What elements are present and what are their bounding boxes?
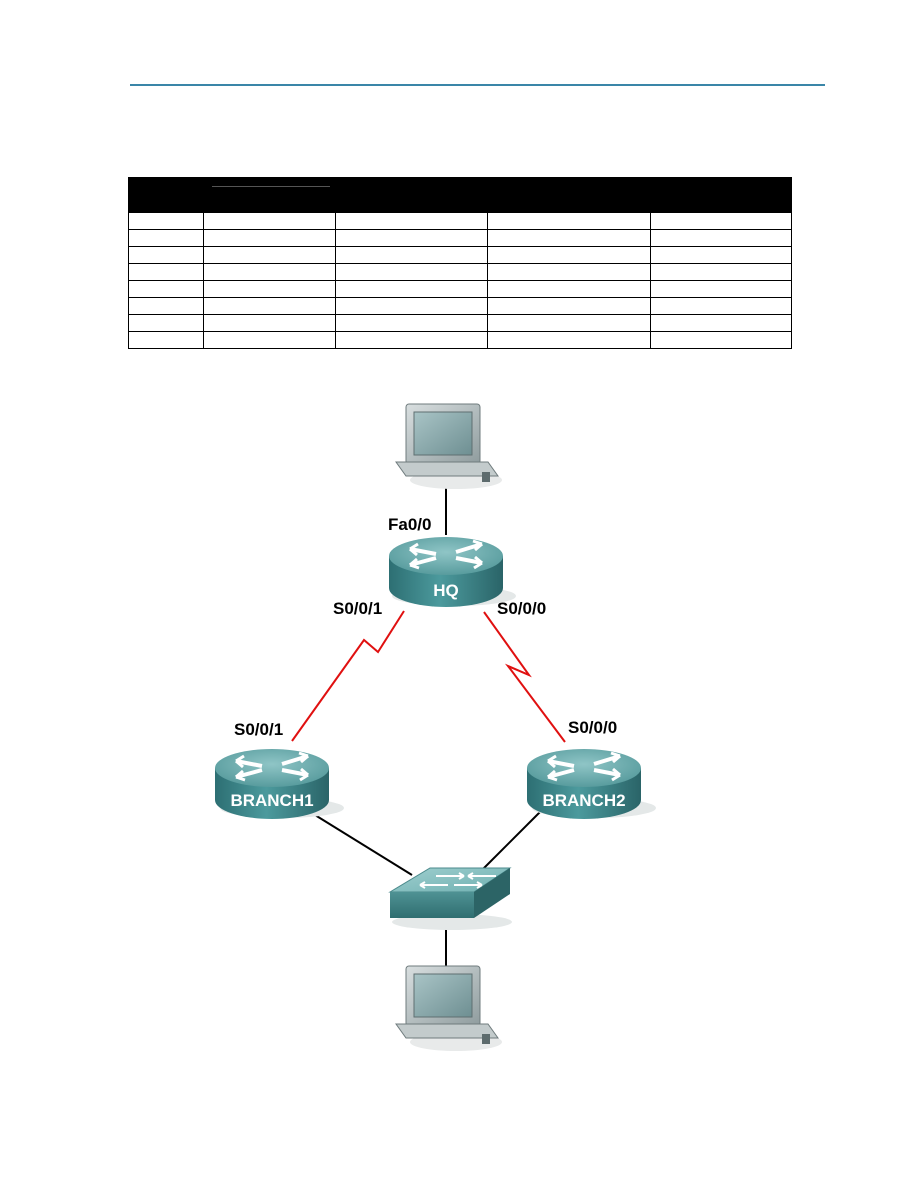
link-branch2-switch [481, 806, 546, 871]
link-branch1-switch [314, 814, 413, 876]
table-cell [650, 297, 792, 315]
table-cell [487, 314, 651, 332]
router-hq-label: HQ [433, 581, 459, 600]
addressing-table [128, 177, 792, 349]
serial-link-hq-branch2 [483, 611, 566, 743]
table-cell [335, 297, 488, 315]
header-underline [212, 186, 330, 187]
table-cell [335, 280, 488, 298]
table-cell [487, 331, 651, 349]
table-cell [487, 229, 651, 247]
table-cell [487, 212, 651, 230]
table-cell [335, 314, 488, 332]
network-topology-diagram: HQ BRANCH1 BRANCH2 F [215, 403, 656, 1051]
pc-top-icon [395, 403, 502, 489]
interface-label-hq-s000: S0/0/0 [497, 599, 546, 618]
table-cell [335, 246, 488, 264]
table-cell [650, 314, 792, 332]
table-row [128, 229, 792, 247]
table-cell [650, 246, 792, 264]
table-cell [487, 297, 651, 315]
interface-label-branch1-s001: S0/0/1 [234, 720, 283, 739]
table-row [128, 263, 792, 281]
table-header-row [128, 177, 792, 213]
table-cell [487, 263, 651, 281]
serial-link-hq-branch1 [291, 610, 405, 742]
table-cell [203, 263, 336, 281]
header-rule [130, 84, 825, 86]
interface-label-branch2-s000: S0/0/0 [568, 718, 617, 737]
table-cell [335, 263, 488, 281]
table-header-cell [128, 177, 204, 213]
table-cell [203, 280, 336, 298]
table-cell [128, 212, 204, 230]
table-cell [203, 229, 336, 247]
table-row [128, 246, 792, 264]
table-cell [203, 212, 336, 230]
table-cell [650, 229, 792, 247]
table-cell [650, 212, 792, 230]
table-cell [335, 331, 488, 349]
router-branch1-label: BRANCH1 [230, 791, 313, 810]
interface-label-hq-fa00: Fa0/0 [388, 515, 431, 534]
table-cell [128, 331, 204, 349]
table-cell [650, 263, 792, 281]
router-branch1-icon: BRANCH1 [215, 749, 344, 819]
table-row [128, 280, 792, 298]
table-header-cell [335, 177, 488, 213]
table-cell [128, 263, 204, 281]
table-cell [128, 297, 204, 315]
table-cell [128, 314, 204, 332]
table-cell [203, 331, 336, 349]
table-cell [487, 246, 651, 264]
table-cell [650, 280, 792, 298]
table-header-cell [203, 177, 336, 213]
table-cell [128, 280, 204, 298]
interface-label-hq-s001: S0/0/1 [333, 599, 382, 618]
router-branch2-icon: BRANCH2 [527, 749, 656, 819]
pc-bottom-icon [395, 965, 502, 1051]
table-header-cell [487, 177, 651, 213]
table-cell [128, 246, 204, 264]
table-cell [335, 229, 488, 247]
table-cell [203, 246, 336, 264]
table-header-cell [650, 177, 792, 213]
router-branch2-label: BRANCH2 [542, 791, 625, 810]
table-row [128, 314, 792, 332]
table-cell [487, 280, 651, 298]
switch-icon [388, 867, 512, 930]
table-cell [335, 212, 488, 230]
table-cell [203, 314, 336, 332]
table-row [128, 331, 792, 349]
table-cell [128, 229, 204, 247]
router-hq-icon: HQ [389, 537, 516, 607]
table-cell [203, 297, 336, 315]
table-row [128, 212, 792, 230]
table-cell [650, 331, 792, 349]
table-row [128, 297, 792, 315]
